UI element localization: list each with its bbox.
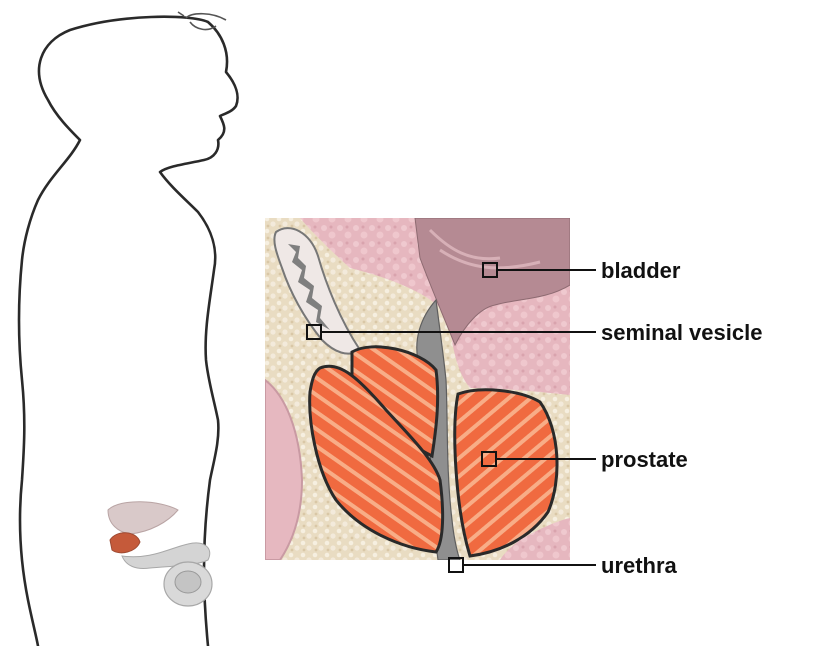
locator-prostate — [110, 533, 140, 553]
locator-testis-inner — [175, 571, 201, 593]
label-prostate: prostate — [601, 447, 688, 472]
label-urethra: urethra — [601, 553, 678, 578]
locator-bladder — [108, 502, 178, 534]
urethra-marker — [449, 558, 463, 572]
organ-locator — [108, 502, 212, 606]
label-seminal-vesicle: seminal vesicle — [601, 320, 762, 345]
label-bladder: bladder — [601, 258, 681, 283]
labels: bladder seminal vesicle prostate urethra — [601, 258, 762, 578]
